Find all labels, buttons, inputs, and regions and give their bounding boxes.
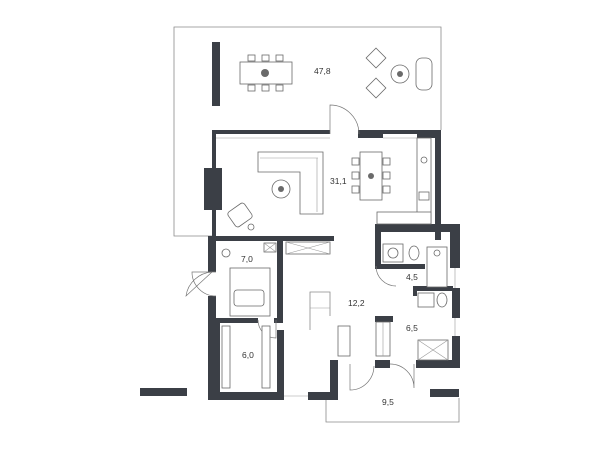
- bathroom-fixtures: [382, 243, 448, 288]
- wc-fixtures: [417, 292, 449, 361]
- room-label-hall: 12,2: [348, 298, 365, 308]
- kitchen-counter: [376, 137, 432, 225]
- coffee-table: [271, 179, 291, 199]
- terrace-lounge: [365, 47, 433, 99]
- room-label-bedroom: 7,0: [241, 254, 253, 264]
- terrace-dining-table: [239, 54, 293, 92]
- room-label-wc: 6,5: [406, 323, 418, 333]
- porch-area: [325, 398, 460, 423]
- dressing-racks: [221, 325, 271, 389]
- armchair: [227, 202, 255, 231]
- room-label-terrace: 47,8: [314, 66, 331, 76]
- dining-table: [351, 151, 391, 201]
- room-label-porch: 9,5: [382, 397, 394, 407]
- room-label-bathroom: 4,5: [406, 272, 418, 282]
- staircase: [309, 291, 331, 330]
- walls: [140, 42, 460, 400]
- room-label-living: 31,1: [330, 176, 347, 186]
- sofa: [257, 151, 324, 215]
- bed: [221, 242, 277, 317]
- hall-wardrobe: [285, 241, 331, 255]
- room-label-dressing: 6,0: [242, 350, 254, 360]
- hall-bench: [337, 321, 391, 357]
